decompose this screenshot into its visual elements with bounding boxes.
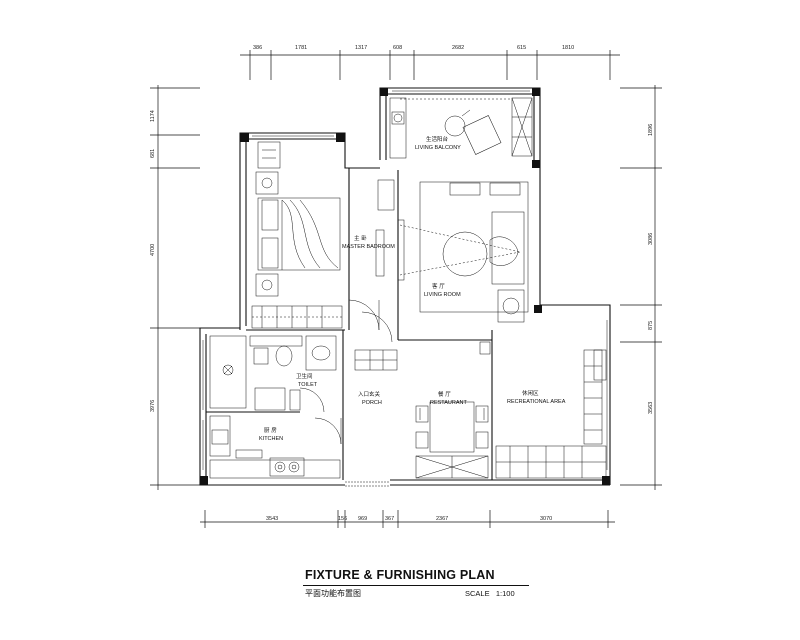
bedroom-furniture bbox=[251, 141, 395, 331]
left-dim-4: 3976 bbox=[150, 400, 156, 412]
balcony-label-cn: 生活阳台 bbox=[426, 135, 449, 143]
recreation-label-en: RECREATIONAL AREA bbox=[507, 399, 566, 405]
right-dim-2: 3086 bbox=[648, 233, 654, 245]
dining-furniture bbox=[415, 401, 489, 479]
balcony-label-en: LIVING BALCONY bbox=[415, 145, 461, 151]
left-dim-1: 1174 bbox=[150, 110, 156, 122]
kitchen-label-cn: 厨 房 bbox=[264, 426, 277, 434]
exterior-walls bbox=[199, 87, 611, 486]
recreational-furniture bbox=[495, 349, 607, 479]
top-dim-7: 1810 bbox=[562, 45, 574, 51]
kitchen-fixtures bbox=[209, 415, 342, 479]
living-label-cn: 客 厅 bbox=[432, 282, 445, 290]
living-label-en: LIVING ROOM bbox=[424, 292, 461, 298]
top-dim-5: 2682 bbox=[452, 45, 464, 51]
bottom-dim-4: 367 bbox=[385, 516, 394, 522]
porch-label-en: PORCH bbox=[362, 400, 382, 406]
structural-columns bbox=[200, 88, 610, 485]
restaurant-label-en: RESTAURANT bbox=[430, 400, 468, 406]
top-dimension-line: 386 1781 1317 608 2682 615 1810 bbox=[240, 45, 620, 80]
right-dimension-line: 1896 3086 875 3563 bbox=[620, 85, 662, 490]
bottom-dim-1: 3543 bbox=[266, 516, 278, 522]
left-dimension-line: 1174 681 4700 3976 bbox=[150, 85, 200, 490]
top-dim-6: 615 bbox=[517, 45, 526, 51]
recreation-label-cn: 休闲区 bbox=[522, 389, 539, 397]
master-label-cn: 主 卧 bbox=[354, 234, 367, 242]
title-underline bbox=[303, 585, 529, 586]
right-dim-1: 1896 bbox=[648, 124, 654, 136]
porch-label-cn: 入口玄关 bbox=[358, 390, 381, 398]
restaurant-label-cn: 餐 厅 bbox=[438, 390, 451, 398]
bed bbox=[257, 197, 341, 271]
top-dim-3: 1317 bbox=[355, 45, 367, 51]
drawing-subtitle: 平面功能布置图 bbox=[305, 589, 361, 598]
scale-value: 1:100 bbox=[495, 589, 515, 598]
scale-label: SCALE bbox=[465, 589, 490, 598]
bottom-dim-3: 969 bbox=[358, 516, 367, 522]
bottom-dimension-line: 3543 156 969 367 2367 3070 bbox=[200, 510, 615, 528]
right-dim-4: 3563 bbox=[648, 402, 654, 414]
right-dim-3: 875 bbox=[648, 321, 654, 330]
bottom-dim-5: 2367 bbox=[436, 516, 448, 522]
toilet-label-cn: 卫生间 bbox=[296, 372, 313, 380]
toilet-label-en: TOILET bbox=[298, 382, 318, 388]
scale-note: SCALE 1:100 bbox=[465, 589, 515, 598]
top-dim-1: 386 bbox=[253, 45, 262, 51]
entrance-door bbox=[345, 481, 390, 487]
balcony-furniture bbox=[389, 97, 533, 159]
toilet-fixtures bbox=[209, 335, 337, 413]
kitchen-label-en: KITCHEN bbox=[259, 436, 283, 442]
bottom-dim-6: 3070 bbox=[540, 516, 552, 522]
left-dim-3: 4700 bbox=[150, 244, 156, 256]
top-dim-4: 608 bbox=[393, 45, 402, 51]
top-dim-2: 1781 bbox=[295, 45, 307, 51]
bottom-dim-2: 156 bbox=[338, 516, 347, 522]
drawing-title: FIXTURE & FURNISHING PLAN bbox=[305, 568, 495, 582]
windows bbox=[202, 90, 608, 470]
left-dim-2: 681 bbox=[150, 149, 156, 158]
master-label-en: MASTER BADROOM bbox=[342, 244, 395, 250]
